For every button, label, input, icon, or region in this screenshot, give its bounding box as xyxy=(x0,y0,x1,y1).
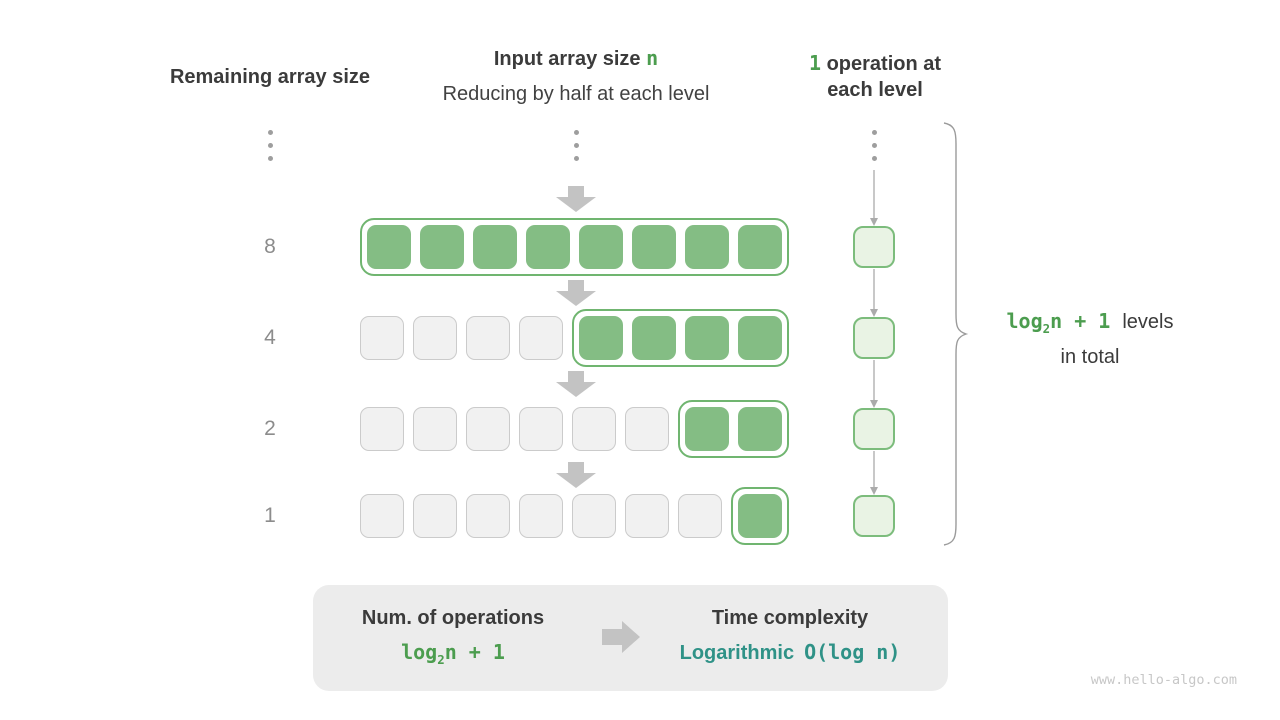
num-operations-formula: log2n + 1 xyxy=(401,640,505,667)
dot xyxy=(573,143,579,148)
dot xyxy=(871,143,877,148)
active-element-cell xyxy=(738,407,782,451)
active-subarray-outline xyxy=(360,218,789,276)
right-block-arrow xyxy=(602,621,640,653)
operation-cell xyxy=(853,408,895,450)
input-array-size-title: Input array size n xyxy=(493,46,659,70)
dot xyxy=(267,130,273,135)
active-element-cell xyxy=(685,407,729,451)
down-block-arrow xyxy=(556,186,596,212)
row-size-label: 2 xyxy=(264,417,276,440)
operation-cell xyxy=(853,226,895,268)
active-subarray-outline xyxy=(572,309,789,367)
active-element-cell xyxy=(738,316,782,360)
remaining-array-size-header: Remaining array size xyxy=(169,66,371,88)
row-size-label: 1 xyxy=(264,504,276,527)
array-row-size-2 xyxy=(360,400,789,458)
active-subarray-outline xyxy=(678,400,789,458)
down-block-arrow xyxy=(556,280,596,306)
active-element-cell xyxy=(685,316,729,360)
operation-cell xyxy=(853,317,895,359)
levels-formula: log2n + 1 xyxy=(1006,309,1111,336)
discarded-element-cell xyxy=(360,316,404,360)
levels-brace xyxy=(943,122,969,546)
dot xyxy=(573,130,579,135)
discarded-element-cell xyxy=(678,494,722,538)
discarded-element-cell xyxy=(360,407,404,451)
dot xyxy=(267,156,273,161)
operation-cell xyxy=(853,495,895,537)
active-element-cell xyxy=(526,225,570,269)
dot xyxy=(871,130,877,135)
center-column-ellipsis xyxy=(573,130,579,161)
down-block-arrow xyxy=(556,462,596,488)
watermark: www.hello-algo.com xyxy=(1090,672,1237,688)
num-operations-title: Num. of operations xyxy=(361,607,545,629)
active-element-cell xyxy=(579,225,623,269)
active-element-cell xyxy=(579,316,623,360)
left-column-ellipsis xyxy=(267,130,273,161)
discarded-element-cell xyxy=(466,407,510,451)
input-array-size-header: Input array size n Reducing by half at e… xyxy=(406,45,746,107)
discarded-element-cell xyxy=(519,407,563,451)
array-row-size-8 xyxy=(360,218,789,276)
discarded-element-cell xyxy=(360,494,404,538)
active-element-cell xyxy=(738,494,782,538)
discarded-element-cell xyxy=(572,494,616,538)
discarded-element-cell xyxy=(625,407,669,451)
summary-box: Num. of operations log2n + 1 Time comple… xyxy=(313,585,948,691)
discarded-element-cell xyxy=(519,316,563,360)
discarded-element-cell xyxy=(413,407,457,451)
down-block-arrow xyxy=(556,371,596,397)
active-element-cell xyxy=(473,225,517,269)
active-subarray-outline xyxy=(731,487,789,545)
num-operations-group: Num. of operations log2n + 1 xyxy=(313,585,593,667)
dot xyxy=(573,156,579,161)
active-element-cell xyxy=(420,225,464,269)
row-size-label: 8 xyxy=(264,235,276,258)
active-element-cell xyxy=(632,316,676,360)
discarded-element-cell xyxy=(413,494,457,538)
row-size-label: 4 xyxy=(264,326,276,349)
variable-n: n xyxy=(646,46,659,70)
discarded-element-cell xyxy=(466,494,510,538)
active-element-cell xyxy=(632,225,676,269)
right-column-ellipsis xyxy=(871,130,877,161)
discarded-element-cell xyxy=(519,494,563,538)
discarded-element-cell xyxy=(466,316,510,360)
dot xyxy=(267,143,273,148)
active-element-cell xyxy=(367,225,411,269)
active-element-cell xyxy=(738,225,782,269)
active-element-cell xyxy=(685,225,729,269)
discarded-element-cell xyxy=(413,316,457,360)
dot xyxy=(871,156,877,161)
discarded-element-cell xyxy=(572,407,616,451)
array-row-size-1 xyxy=(360,487,789,545)
discarded-element-cell xyxy=(625,494,669,538)
array-row-size-4 xyxy=(360,309,789,367)
time-complexity-title: Time complexity xyxy=(711,607,869,629)
operation-per-level-header: 1 operation at each level xyxy=(808,51,942,101)
reducing-subtitle: Reducing by half at each level xyxy=(442,83,710,105)
highlight-one: 1 xyxy=(808,51,822,75)
